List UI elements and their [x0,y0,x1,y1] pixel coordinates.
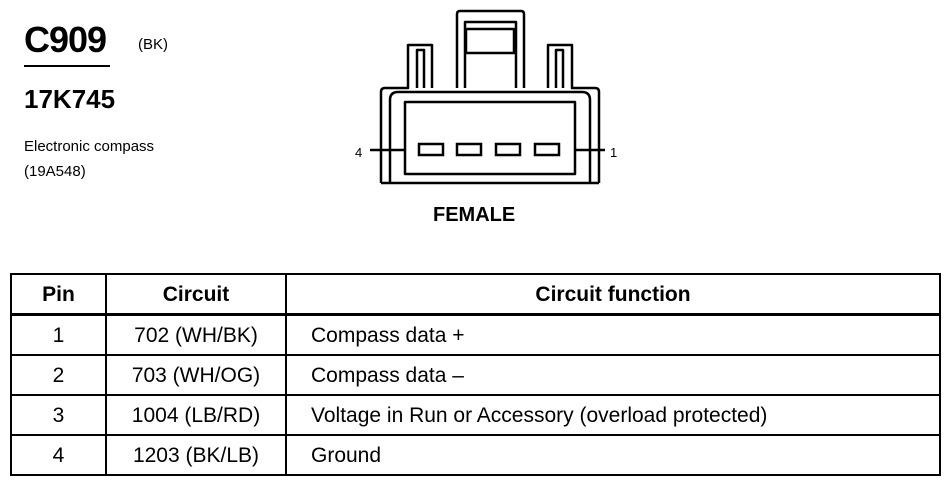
connector-color: (BK) [138,36,168,53]
component-code: (19A548) [24,163,86,180]
cell-circuit: 703 (WH/OG) [105,354,287,396]
header-circuit: Circuit [105,273,287,316]
header-circuit-function: Circuit function [285,273,941,316]
cell-circuit: 702 (WH/BK) [105,313,287,356]
table-row: 4 1203 (BK/LB) Ground [10,434,941,476]
terminal-pin-3 [455,142,483,157]
header-pin: Pin [10,273,107,316]
part-number: 17K745 [24,84,116,114]
connector-face-diagram [370,9,605,185]
cell-function: Voltage in Run or Accessory (overload pr… [285,394,941,436]
cell-function: Compass data + [285,313,941,356]
cell-pin: 3 [10,394,107,436]
latch-tab [455,9,526,88]
connector-id: C909 [24,19,107,60]
connector-id-underline [24,65,110,67]
table-row: 3 1004 (LB/RD) Voltage in Run or Accesso… [10,394,941,436]
left-latch-arm [379,43,434,183]
pinout-table: Pin Circuit Circuit function 1 702 (WH/B… [10,273,941,476]
table-row: 2 703 (WH/OG) Compass data – [10,354,941,396]
component-name: Electronic compass [24,138,155,155]
connector-gender-label: FEMALE [433,204,516,226]
cell-pin: 1 [10,313,107,356]
terminal-pin-2 [494,142,522,157]
pin-label-right: 1 [610,145,618,160]
cell-circuit: 1203 (BK/LB) [105,434,287,476]
pin-label-left: 4 [355,145,363,160]
terminal-pin-4 [417,142,445,157]
terminal-housing [403,100,577,176]
latch-key [464,27,516,55]
cell-function: Ground [285,434,941,476]
cell-function: Compass data – [285,354,941,396]
table-row: 1 702 (WH/BK) Compass data + [10,313,941,356]
cell-pin: 4 [10,434,107,476]
right-latch-arm [546,43,601,183]
table-header-row: Pin Circuit Circuit function [10,273,941,316]
cell-circuit: 1004 (LB/RD) [105,394,287,436]
terminal-pin-1 [533,142,561,157]
cell-pin: 2 [10,354,107,396]
